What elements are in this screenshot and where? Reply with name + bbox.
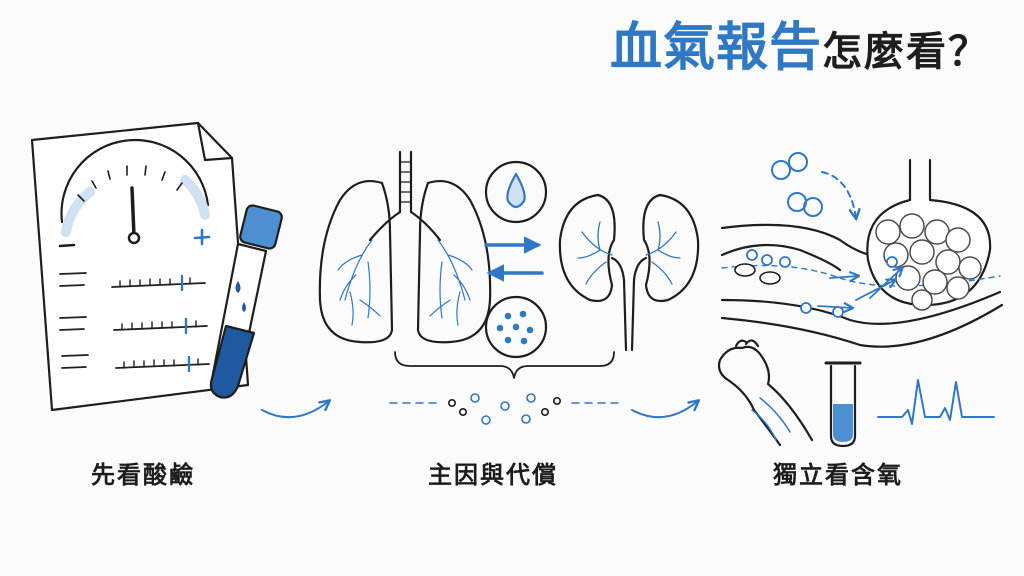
exchange-arrows-icon <box>484 236 544 282</box>
step-2-label: 主因與代償 <box>428 461 558 489</box>
pulse-waveform-icon <box>877 379 995 425</box>
grouping-brace <box>394 351 615 379</box>
dispersion-dots <box>389 393 621 425</box>
title-accent: 血氣報告 <box>609 18 822 78</box>
alveolus-capillary-icon <box>720 158 1004 348</box>
oxygen-molecules-icon <box>771 152 861 221</box>
water-drop-icon <box>484 160 548 224</box>
transition-arrow-1 <box>261 399 332 419</box>
title-rest: 怎麼看？ <box>822 29 990 75</box>
gauge-icon <box>60 138 210 224</box>
transition-arrow-2 <box>631 399 701 419</box>
particles-circle-icon <box>484 295 548 359</box>
kidneys-icon <box>558 193 700 352</box>
page-title: 血氣報告怎麼看？ <box>610 22 990 74</box>
sample-tube-icon <box>824 361 862 448</box>
report-document-icon <box>30 121 250 412</box>
blood-tube-icon <box>209 204 283 399</box>
wrist-pulse-icon <box>717 339 814 447</box>
step-1-label: 先看酸鹼 <box>91 461 195 489</box>
lungs-icon <box>318 150 492 344</box>
step-3-label: 獨立看含氧 <box>773 461 903 489</box>
